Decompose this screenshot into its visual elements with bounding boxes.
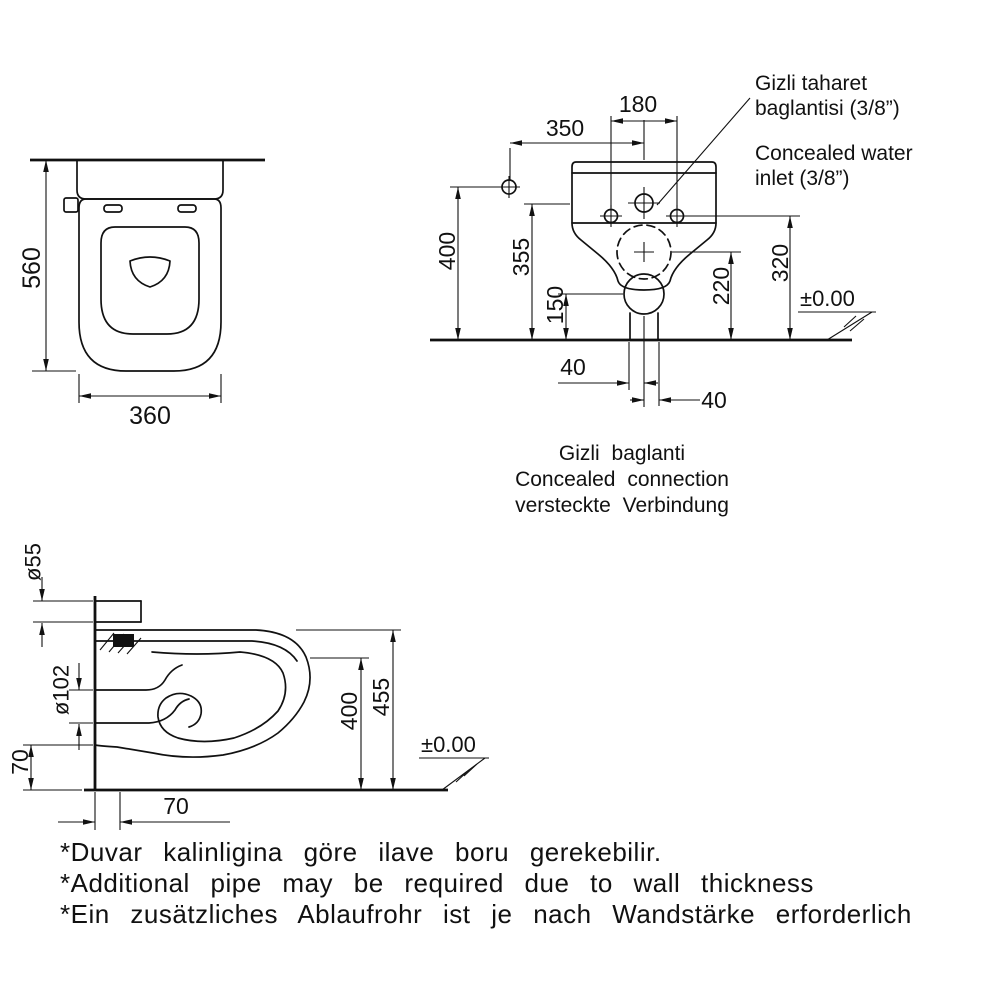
connection-center-mark bbox=[634, 242, 654, 262]
seat-opening-outline bbox=[100, 226, 200, 335]
callout-tr-line1: Gizli taharet bbox=[755, 72, 867, 95]
bowl-water-detail bbox=[129, 256, 171, 288]
dim-label-455: 455 bbox=[368, 678, 394, 716]
dim-label-320: 320 bbox=[767, 244, 793, 282]
outlet-pipe-bottom bbox=[94, 698, 190, 724]
dim-label-560: 560 bbox=[18, 247, 46, 289]
dim-label-350: 350 bbox=[546, 115, 584, 141]
dim-label-150: 150 bbox=[542, 286, 568, 324]
water-inlet-mark bbox=[628, 187, 660, 219]
dim-label-220: 220 bbox=[708, 267, 734, 305]
side-view: ø55 ø102 70 70 455 400 ±0.00 bbox=[7, 543, 489, 830]
bowl-inner-profile bbox=[151, 651, 287, 743]
dim-label-180: 180 bbox=[619, 91, 657, 117]
callout-en-line1: Concealed water bbox=[755, 142, 913, 165]
toilet-body-outline bbox=[78, 198, 222, 372]
datum-symbol: ±0.00 bbox=[419, 732, 489, 791]
seat-profile-line bbox=[94, 640, 298, 662]
reference-point-mark bbox=[498, 176, 520, 198]
outlet-pipe-top bbox=[94, 664, 183, 691]
dim-label-40-left: 40 bbox=[560, 354, 586, 380]
drain-outlet-circle bbox=[623, 273, 665, 315]
concealed-connection-circle bbox=[616, 224, 672, 280]
dim-label-40-right: 40 bbox=[701, 387, 727, 413]
caption-en: Concealed connection bbox=[515, 468, 729, 491]
datum-label: ±0.00 bbox=[800, 286, 855, 311]
seat-hinge-left bbox=[103, 204, 123, 213]
dim-label-355: 355 bbox=[508, 238, 534, 276]
leader-line bbox=[656, 97, 751, 206]
datum-symbol: ±0.00 bbox=[798, 286, 876, 341]
datum-label: ±0.00 bbox=[421, 732, 476, 757]
inlet-pipe-stub bbox=[94, 600, 142, 623]
dim-label-d55: ø55 bbox=[21, 543, 46, 581]
caption-tr: Gizli baglanti bbox=[559, 442, 685, 465]
footnotes: *Duvar kalinligina göre ilave boru gerek… bbox=[60, 837, 912, 929]
front-view: 560 360 bbox=[18, 158, 265, 430]
dim-label-400: 400 bbox=[434, 232, 460, 270]
footnote-de: *Ein zusätzliches Ablaufrohr ist je nach… bbox=[60, 899, 912, 929]
fixing-hole-right-mark bbox=[666, 205, 688, 227]
flush-channel-section bbox=[113, 634, 134, 647]
dim-label-d102: ø102 bbox=[49, 665, 74, 715]
dim-label-70-horizontal: 70 bbox=[163, 793, 189, 819]
callout-tr-line2: baglantisi (3/8”) bbox=[755, 97, 900, 120]
fixing-hole-left-mark bbox=[600, 205, 622, 227]
side-body-outline bbox=[94, 629, 311, 758]
cistern-outline bbox=[76, 160, 224, 200]
installation-view: 180 350 400 355 150 220 320 ±0.00 bbox=[430, 72, 913, 517]
dim-label-70-vertical: 70 bbox=[7, 749, 33, 775]
dim-label-400: 400 bbox=[336, 692, 362, 730]
side-tab bbox=[63, 197, 79, 213]
seat-hinge-right bbox=[177, 204, 197, 213]
dim-label-360: 360 bbox=[129, 402, 171, 430]
rear-body-outline bbox=[571, 161, 717, 291]
caption-de: versteckte Verbindung bbox=[515, 494, 729, 517]
callout-en-line2: inlet (3/8”) bbox=[755, 167, 850, 190]
footnote-tr: *Duvar kalinligina göre ilave boru gerek… bbox=[60, 837, 662, 867]
footnote-en: *Additional pipe may be required due to … bbox=[60, 868, 814, 898]
